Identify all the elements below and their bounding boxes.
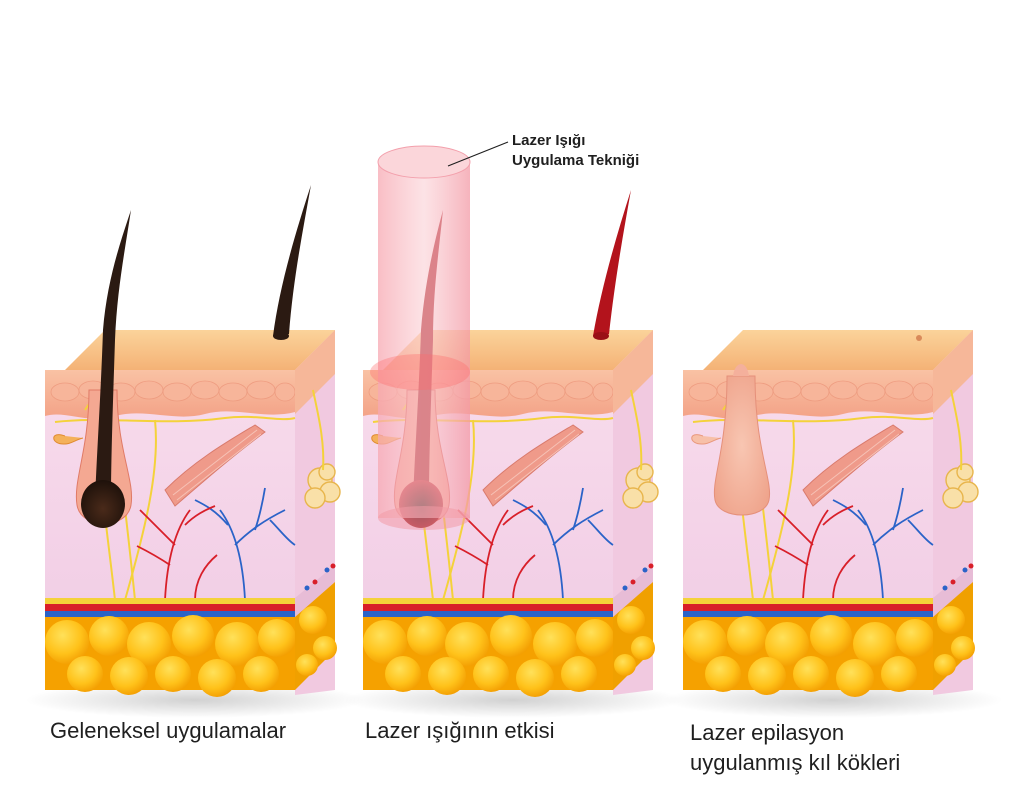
callout-line-2: Uygulama Tekniği [512, 152, 640, 169]
laser-beam [370, 145, 471, 530]
caption-traditional: Geleneksel uygulamalar [50, 716, 286, 746]
caption-laser-effect: Lazer ışığının etkisi [365, 716, 555, 746]
hair-shaft [95, 210, 131, 500]
laser-callout-label: Lazer Işığı Uygulama Tekniği [512, 131, 639, 171]
caption-line-1: Lazer epilasyon [690, 720, 845, 745]
caption-line: Geleneksel uygulamalar [50, 718, 287, 743]
caption-after-laser: Lazer epilasyon uygulanmış kıl kökleri [690, 718, 900, 778]
panel-traditional [24, 185, 366, 719]
caption-line: Lazer ışığının etkisi [365, 718, 555, 743]
panel-after-laser [662, 329, 1004, 719]
callout-leader-line [447, 141, 509, 167]
caption-line-2: uygulanmış kıl kökleri [690, 750, 901, 775]
callout-line-1: Lazer Işığı [512, 132, 586, 149]
